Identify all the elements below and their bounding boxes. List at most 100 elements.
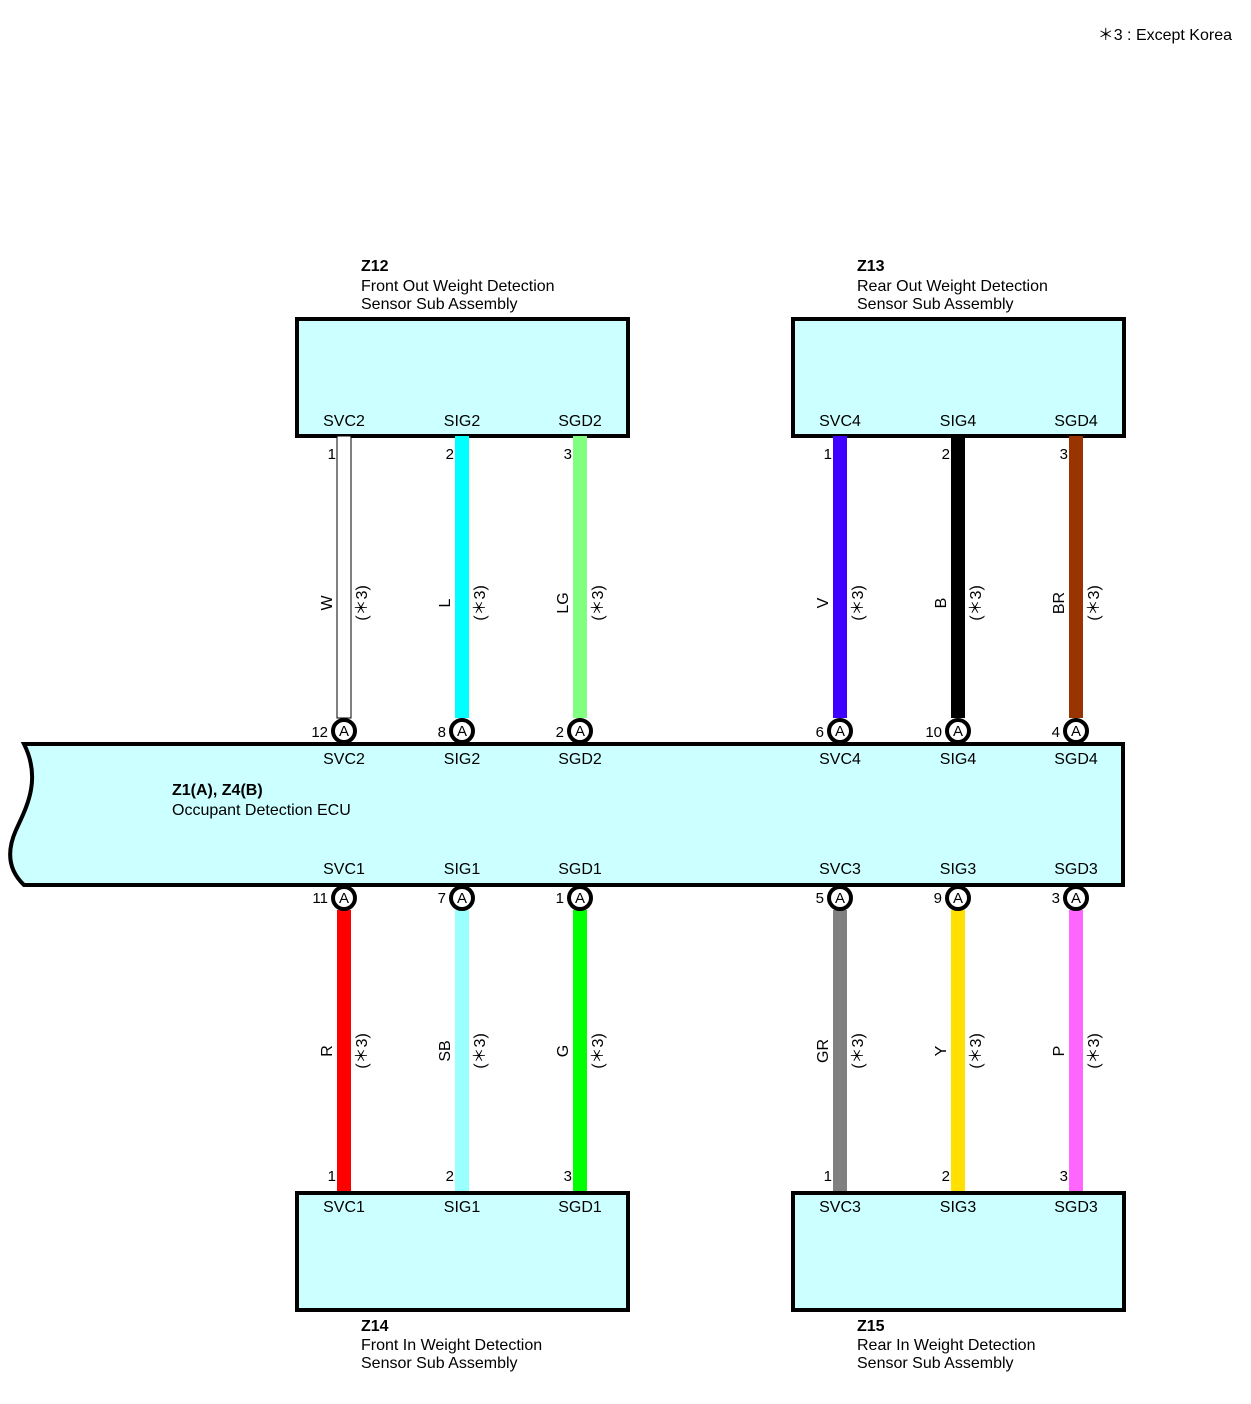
footnote: ＊3 : Except Korea: [1098, 27, 1232, 44]
wire-note: (＊3): [850, 1033, 867, 1069]
ecu-terminal-label: SGD4: [1054, 751, 1098, 768]
wire-code: LG: [555, 592, 572, 613]
pin-number: 4: [1052, 724, 1060, 741]
connector-circle: A: [331, 885, 357, 911]
wire-lg: [573, 436, 587, 718]
wire-note: (＊3): [590, 585, 607, 621]
svg-text:A: A: [1071, 890, 1081, 907]
wire-note: (＊3): [472, 1033, 489, 1069]
ecu-terminal-label: SIG3: [940, 861, 977, 878]
pin-number: 1: [824, 446, 832, 463]
terminal-label: SGD1: [558, 1199, 602, 1216]
connector-circle: A: [1063, 885, 1089, 911]
wire-note: (＊3): [1086, 585, 1103, 621]
pin-number: 3: [1060, 1168, 1068, 1185]
component-name-line2: Sensor Sub Assembly: [857, 296, 1014, 313]
connector-circle: A: [827, 718, 853, 744]
pin-number: 2: [942, 1168, 950, 1185]
pin-number: 3: [1052, 890, 1060, 907]
pin-number: 3: [1060, 446, 1068, 463]
ecu-terminal-label: SVC2: [323, 751, 365, 768]
connector-circle: A: [449, 718, 475, 744]
terminal-label: SGD4: [1054, 413, 1098, 430]
wire-p: [1069, 910, 1083, 1193]
connector-circle: A: [1063, 718, 1089, 744]
pin-number: 2: [446, 446, 454, 463]
connector-circle: A: [331, 718, 357, 744]
wire-note: (＊3): [968, 585, 985, 621]
connector-circle: A: [567, 885, 593, 911]
terminal-label: SVC4: [819, 413, 861, 430]
wire-code: P: [1051, 1046, 1068, 1057]
component-z12: Z12 Front Out Weight Detection Sensor Su…: [295, 258, 630, 463]
ecu-terminal-label: SIG4: [940, 751, 977, 768]
svg-text:A: A: [953, 723, 963, 740]
svg-text:A: A: [953, 890, 963, 907]
wire-l: [455, 436, 469, 718]
component-code: Z13: [857, 258, 885, 275]
svg-text:A: A: [1071, 723, 1081, 740]
pin-number: 2: [942, 446, 950, 463]
terminal-label: SIG3: [940, 1199, 977, 1216]
component-name-line2: Sensor Sub Assembly: [857, 1355, 1014, 1372]
wire-code: GR: [815, 1039, 832, 1063]
ecu-top-connectors: A A A A A A 12 8 2 6 10 4: [311, 718, 1089, 744]
component-name-line1: Front Out Weight Detection: [361, 278, 555, 295]
wire-code: R: [319, 1045, 336, 1057]
connector-circle: A: [449, 885, 475, 911]
wire-note: (＊3): [354, 585, 371, 621]
terminal-label: SVC3: [819, 1199, 861, 1216]
component-z14: 1 2 3 SVC1 SIG1 SGD1 Z14 Front In Weight…: [295, 1168, 630, 1372]
component-code: Z12: [361, 258, 389, 275]
wire-code: BR: [1051, 592, 1068, 614]
pin-number: 3: [564, 1168, 572, 1185]
pin-number: 2: [556, 724, 564, 741]
ecu-terminal-label: SVC1: [323, 861, 365, 878]
component-box: [295, 317, 630, 438]
pin-number: 1: [824, 1168, 832, 1185]
component-code: Z15: [857, 1318, 885, 1335]
wire-b: [951, 436, 965, 718]
component-name-line2: Sensor Sub Assembly: [361, 296, 518, 313]
wire-note: (＊3): [354, 1033, 371, 1069]
wire-note: (＊3): [590, 1033, 607, 1069]
ecu-bottom-connectors: A A A A A A 11 7 1 5 9 3: [312, 885, 1089, 911]
ecu-terminal-label: SGD1: [558, 861, 602, 878]
wire-code: Y: [933, 1045, 950, 1056]
component-box: [791, 1191, 1126, 1312]
ecu-code: Z1(A), Z4(B): [172, 782, 263, 799]
terminal-label: SIG4: [940, 413, 977, 430]
pin-number: 1: [556, 890, 564, 907]
terminal-label: SGD2: [558, 413, 602, 430]
wire-note: (＊3): [850, 585, 867, 621]
pin-number: 2: [446, 1168, 454, 1185]
pin-number: 1: [328, 446, 336, 463]
wire-gr: [833, 910, 847, 1193]
wire-code: V: [815, 597, 832, 608]
svg-text:A: A: [575, 723, 585, 740]
pin-number: 12: [311, 724, 328, 741]
wire-w: [336, 435, 352, 719]
ecu-terminal-label: SVC3: [819, 861, 861, 878]
connector-circle: A: [827, 885, 853, 911]
ecu-terminal-label: SIG2: [444, 751, 481, 768]
connector-circle: A: [945, 885, 971, 911]
pin-number: 7: [438, 890, 446, 907]
terminal-label: SVC2: [323, 413, 365, 430]
terminal-label: SVC1: [323, 1199, 365, 1216]
terminal-label: SGD3: [1054, 1199, 1098, 1216]
terminal-label: SIG1: [444, 1199, 481, 1216]
wire-code: L: [437, 598, 454, 607]
component-box: [791, 317, 1126, 438]
ecu-terminal-label: SGD2: [558, 751, 602, 768]
wire-code: G: [555, 1045, 572, 1057]
wire-sb: [455, 910, 469, 1193]
wire-y: [951, 910, 965, 1193]
terminal-label: SIG2: [444, 413, 481, 430]
component-box: [295, 1191, 630, 1312]
svg-text:A: A: [457, 890, 467, 907]
wire-code: B: [933, 598, 950, 609]
pin-number: 1: [328, 1168, 336, 1185]
bottom-wires: R SB G GR Y P (＊3) (＊3) (＊3) (＊3) (＊3) (…: [319, 910, 1103, 1193]
